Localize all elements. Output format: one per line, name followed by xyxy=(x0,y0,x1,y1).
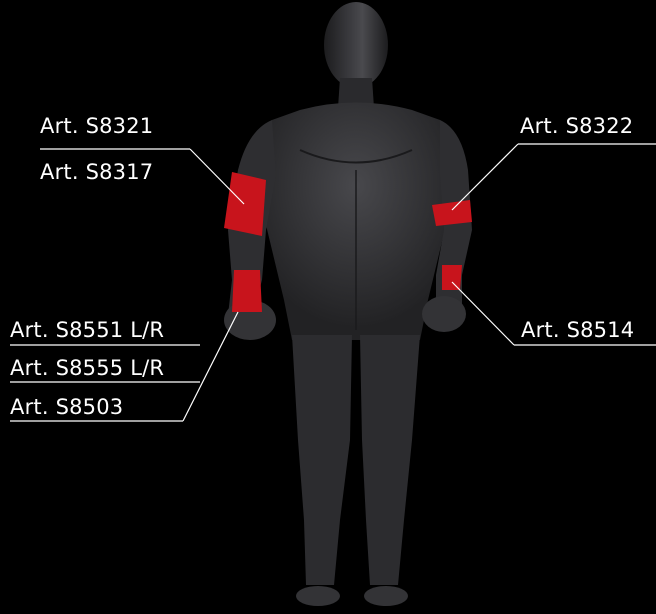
mannequin-legs xyxy=(292,335,420,606)
wrist-support-left-side xyxy=(232,270,262,312)
label-art-s8322: Art. S8322 xyxy=(520,113,633,139)
label-art-s8514: Art. S8514 xyxy=(521,317,634,343)
label-art-s8321: Art. S8321 xyxy=(40,113,153,139)
label-art-s8551: Art. S8551 L/R xyxy=(10,317,164,343)
elbow-support-left-side xyxy=(224,172,266,236)
label-art-s8555: Art. S8555 L/R xyxy=(10,355,164,381)
mannequin-head xyxy=(324,2,388,108)
mannequin-torso xyxy=(260,103,453,341)
leader-line-wrist-diagonal xyxy=(183,312,238,421)
label-art-s8503: Art. S8503 xyxy=(10,394,123,420)
wrist-support-right-side xyxy=(442,265,462,290)
label-art-s8317: Art. S8317 xyxy=(40,159,153,185)
